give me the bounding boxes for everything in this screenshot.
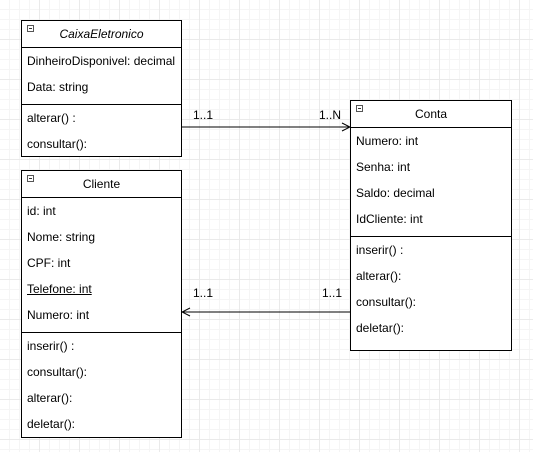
class-header[interactable]: CaixaEletronico bbox=[22, 21, 181, 48]
method-row[interactable]: inserir() : bbox=[356, 243, 404, 257]
method-row[interactable]: deletar(): bbox=[356, 321, 405, 335]
attribute-row[interactable]: Telefone: int bbox=[27, 282, 92, 296]
attribute-row[interactable]: Data: string bbox=[27, 80, 89, 94]
attribute-row[interactable]: Nome: string bbox=[27, 230, 96, 244]
attribute-row[interactable]: Saldo: decimal bbox=[356, 186, 435, 200]
method-row[interactable]: consultar(): bbox=[27, 365, 88, 379]
method-row[interactable]: alterar(): bbox=[27, 391, 73, 405]
collapse-icon[interactable] bbox=[356, 105, 363, 112]
attribute-row[interactable]: Numero: int bbox=[356, 134, 419, 148]
method-row[interactable]: consultar(): bbox=[356, 295, 417, 309]
multiplicity-conta-source: 1..1 bbox=[322, 286, 343, 300]
attribute-row[interactable]: id: int bbox=[27, 204, 56, 218]
method-row[interactable]: consultar(): bbox=[27, 137, 88, 151]
divider bbox=[22, 104, 181, 105]
method-row[interactable]: inserir() : bbox=[27, 339, 75, 353]
collapse-icon[interactable] bbox=[27, 175, 34, 182]
divider bbox=[22, 332, 181, 333]
attribute-row[interactable]: IdCliente: int bbox=[356, 212, 423, 226]
multiplicity-cliente-target: 1..1 bbox=[193, 286, 214, 300]
attribute-row[interactable]: Numero: int bbox=[27, 308, 90, 322]
class-title: Conta bbox=[414, 107, 448, 121]
attribute-row[interactable]: Senha: int bbox=[356, 160, 411, 174]
class-cliente[interactable]: Cliente id: int Nome: string CPF: int Te… bbox=[21, 170, 182, 438]
class-header[interactable]: Cliente bbox=[22, 171, 181, 198]
divider bbox=[351, 236, 511, 237]
class-title: Cliente bbox=[82, 177, 121, 191]
method-row[interactable]: alterar() : bbox=[27, 111, 76, 125]
multiplicity-caixa-source: 1..1 bbox=[193, 108, 214, 122]
method-row[interactable]: deletar(): bbox=[27, 417, 76, 431]
multiplicity-conta-target: 1..N bbox=[319, 108, 342, 122]
class-caixa-eletronico[interactable]: CaixaEletronico DinheiroDisponivel: deci… bbox=[21, 20, 182, 157]
method-row[interactable]: alterar(): bbox=[356, 269, 402, 283]
class-header[interactable]: Conta bbox=[351, 101, 511, 128]
attribute-row[interactable]: CPF: int bbox=[27, 256, 71, 270]
class-title: CaixaEletronico bbox=[59, 27, 144, 41]
class-conta[interactable]: Conta Numero: int Senha: int Saldo: deci… bbox=[350, 100, 512, 351]
attribute-row[interactable]: DinheiroDisponivel: decimal bbox=[27, 54, 176, 68]
collapse-icon[interactable] bbox=[27, 25, 34, 32]
